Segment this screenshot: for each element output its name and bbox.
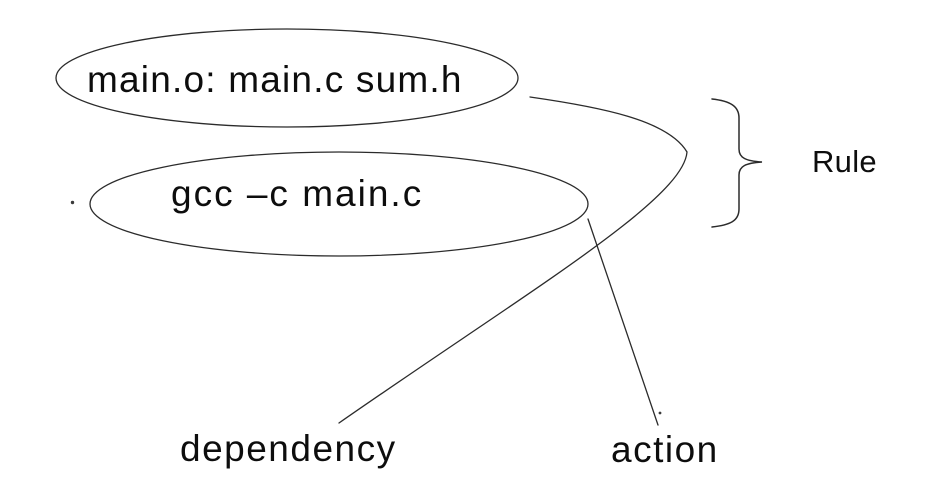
- rule-brace-label: Rule: [812, 144, 877, 179]
- target-ellipse-outline: [55, 28, 519, 128]
- stray-period-mark-left: [70, 200, 75, 205]
- rule-brace: [711, 98, 763, 228]
- dependency-pointer-curve: [338, 96, 688, 424]
- dependency-label: dependency: [180, 428, 397, 469]
- target-ellipse-text: main.o: main.c sum.h: [87, 59, 463, 100]
- command-ellipse-outline: [89, 151, 589, 257]
- stray-period-mark-right: [658, 411, 662, 415]
- command-ellipse-text: gcc –c main.c: [171, 173, 424, 214]
- action-label: action: [611, 429, 719, 470]
- action-pointer-line: [587, 218, 659, 426]
